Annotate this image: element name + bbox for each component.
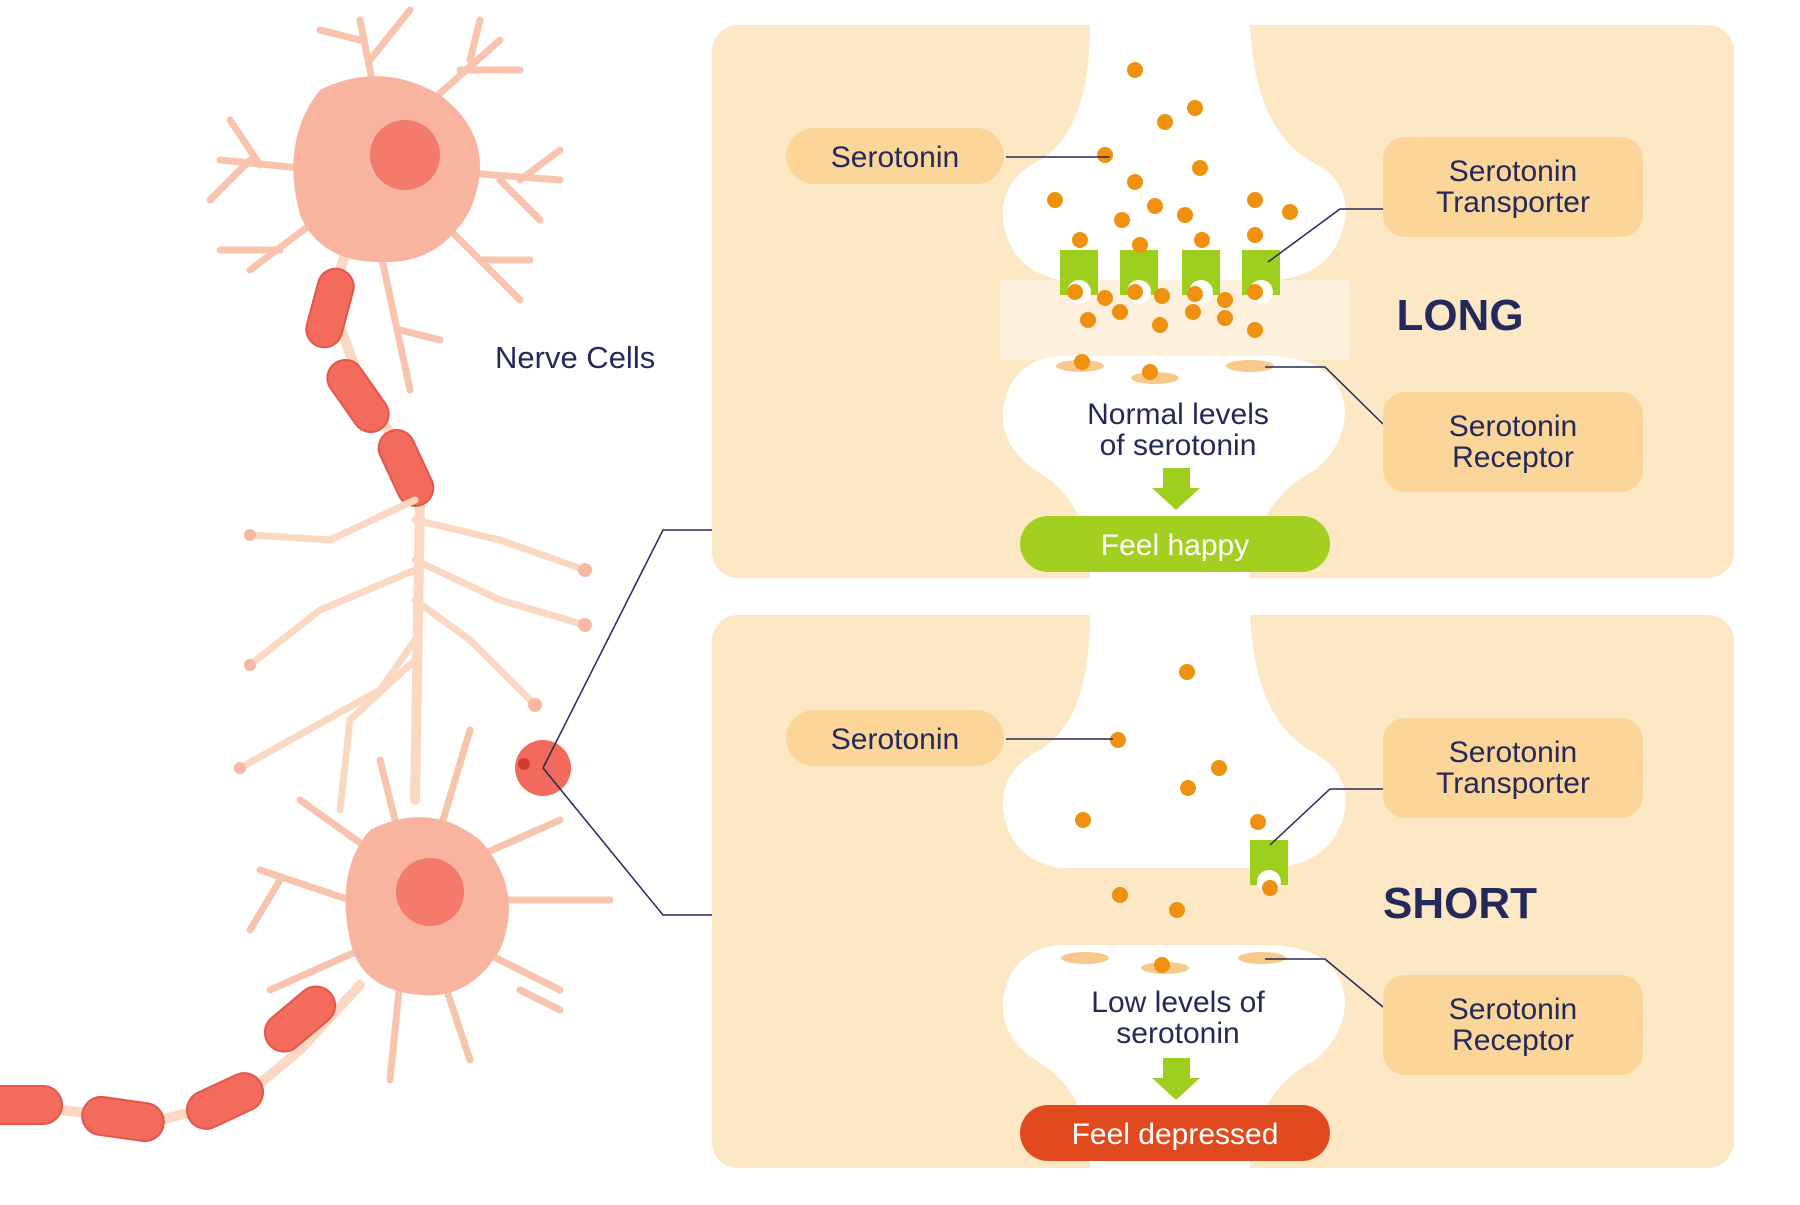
myelin-sheath (377, 429, 435, 507)
receptor-pill: Serotonin Receptor (1383, 975, 1643, 1075)
serotonin-dot (1127, 284, 1143, 300)
serotonin-dot (1262, 880, 1278, 896)
zoom-connectors (542, 529, 712, 916)
level-text-line-1: Normal levels (1087, 398, 1269, 431)
myelin-sheath (81, 1095, 165, 1143)
axon-terminals (234, 496, 592, 814)
transporter-pill-line-1: Serotonin (1449, 155, 1577, 188)
serotonin-dot (1132, 237, 1148, 253)
serotonin-receptor (1061, 952, 1109, 964)
serotonin-dot (1154, 288, 1170, 304)
level-text-line-1: Low levels of (1091, 986, 1265, 1019)
synaptic-cleft (1000, 280, 1350, 360)
myelin-sheath (326, 358, 390, 434)
serotonin-dot (1169, 902, 1185, 918)
panel-type-label: SHORT (1383, 879, 1537, 928)
serotonin-dot (1217, 292, 1233, 308)
serotonin-molecules (1075, 664, 1278, 973)
serotonin-dot (1247, 227, 1263, 243)
panel-long: Serotonin Serotonin Transporter Serotoni… (712, 25, 1734, 578)
serotonin-dot (1075, 812, 1091, 828)
serotonin-dot (1072, 232, 1088, 248)
serotonin-dot (1187, 100, 1203, 116)
neuron-nucleus-lower (396, 858, 464, 926)
serotonin-dot (1194, 232, 1210, 248)
serotonin-dot (1157, 114, 1173, 130)
serotonin-dot (1282, 204, 1298, 220)
serotonin-dot (1187, 286, 1203, 302)
serotonin-pill-text: Serotonin (831, 141, 959, 174)
receptor-pill-line-2: Receptor (1452, 441, 1574, 474)
outcome-pill: Feel happy (1020, 516, 1330, 572)
serotonin-dot (1192, 160, 1208, 176)
serotonin-dot (1097, 147, 1113, 163)
serotonin-receptor (1238, 952, 1286, 964)
transporter-pill-line-1: Serotonin (1449, 736, 1577, 769)
receptor-pill-line-2: Receptor (1452, 1024, 1574, 1057)
presynaptic-terminal (1002, 25, 1346, 280)
transporter-pill-line-2: Transporter (1436, 186, 1590, 219)
presynaptic-terminal (1002, 615, 1346, 868)
serotonin-dot (1217, 310, 1233, 326)
serotonin-dot (1247, 284, 1263, 300)
serotonin-pill: Serotonin (786, 710, 1004, 766)
serotonin-dot (1114, 212, 1130, 228)
serotonin-dot (1247, 192, 1263, 208)
level-text-line-2: of serotonin (1100, 429, 1257, 462)
panel-type-label: LONG (1396, 291, 1523, 340)
serotonin-dot (1179, 664, 1195, 680)
transporter-pill-line-2: Transporter (1436, 767, 1590, 800)
serotonin-molecules (1047, 62, 1298, 380)
serotonin-dot (1112, 887, 1128, 903)
serotonin-dot (1112, 304, 1128, 320)
serotonin-dot (1250, 814, 1266, 830)
receptor-pill-line-1: Serotonin (1449, 993, 1577, 1026)
transporter-pill: Serotonin Transporter (1383, 718, 1643, 818)
serotonin-dot (1177, 207, 1193, 223)
down-arrow-icon (1152, 1058, 1200, 1100)
panel-short: Serotonin Serotonin Transporter Serotoni… (712, 615, 1734, 1168)
level-text-line-2: serotonin (1116, 1017, 1239, 1050)
myelin-sheaths-upper (305, 267, 435, 507)
leader-lines (1006, 156, 1384, 425)
serotonin-dot (1097, 290, 1113, 306)
serotonin-pill: Serotonin (786, 128, 1004, 184)
transporter-pill: Serotonin Transporter (1383, 137, 1643, 237)
serotonin-dot (1074, 354, 1090, 370)
serotonin-dot (1180, 780, 1196, 796)
serotonin-dot (1127, 62, 1143, 78)
serotonin-dot (1211, 760, 1227, 776)
serotonin-dot (1152, 317, 1168, 333)
outcome-pill: Feel depressed (1020, 1105, 1330, 1161)
receptor-pill: Serotonin Receptor (1383, 392, 1643, 492)
receptor-pill-line-1: Serotonin (1449, 410, 1577, 443)
serotonin-dot (1067, 284, 1083, 300)
serotonin-dot (1142, 364, 1158, 380)
outcome-text: Feel depressed (1072, 1118, 1279, 1151)
serotonin-dot (1047, 192, 1063, 208)
serotonin-dot (1185, 304, 1201, 320)
serotonin-dot (1080, 312, 1096, 328)
synapse-highlight-dot (518, 758, 530, 770)
down-arrow-icon (1152, 468, 1200, 510)
myelin-sheath (0, 1085, 63, 1125)
serotonin-dot (1154, 957, 1170, 973)
serotonin-receptor (1226, 360, 1274, 372)
myelin-sheath (305, 267, 355, 349)
outcome-text: Feel happy (1101, 529, 1249, 562)
serotonin-dot (1110, 732, 1126, 748)
myelin-sheath (263, 985, 337, 1053)
myelin-sheaths-lower (0, 985, 337, 1143)
leader-lines (1006, 738, 1384, 1008)
myelin-sheath (185, 1072, 265, 1130)
serotonin-dot (1147, 198, 1163, 214)
neuron-illustration: Nerve Cells (0, 6, 655, 1143)
neuron-nucleus-upper (370, 120, 440, 190)
serotonin-dot (1247, 322, 1263, 338)
nerve-cells-label: Nerve Cells (495, 340, 655, 375)
serotonin-dot (1127, 174, 1143, 190)
serotonin-pill-text: Serotonin (831, 723, 959, 756)
serotonin-transporter (1182, 250, 1220, 304)
